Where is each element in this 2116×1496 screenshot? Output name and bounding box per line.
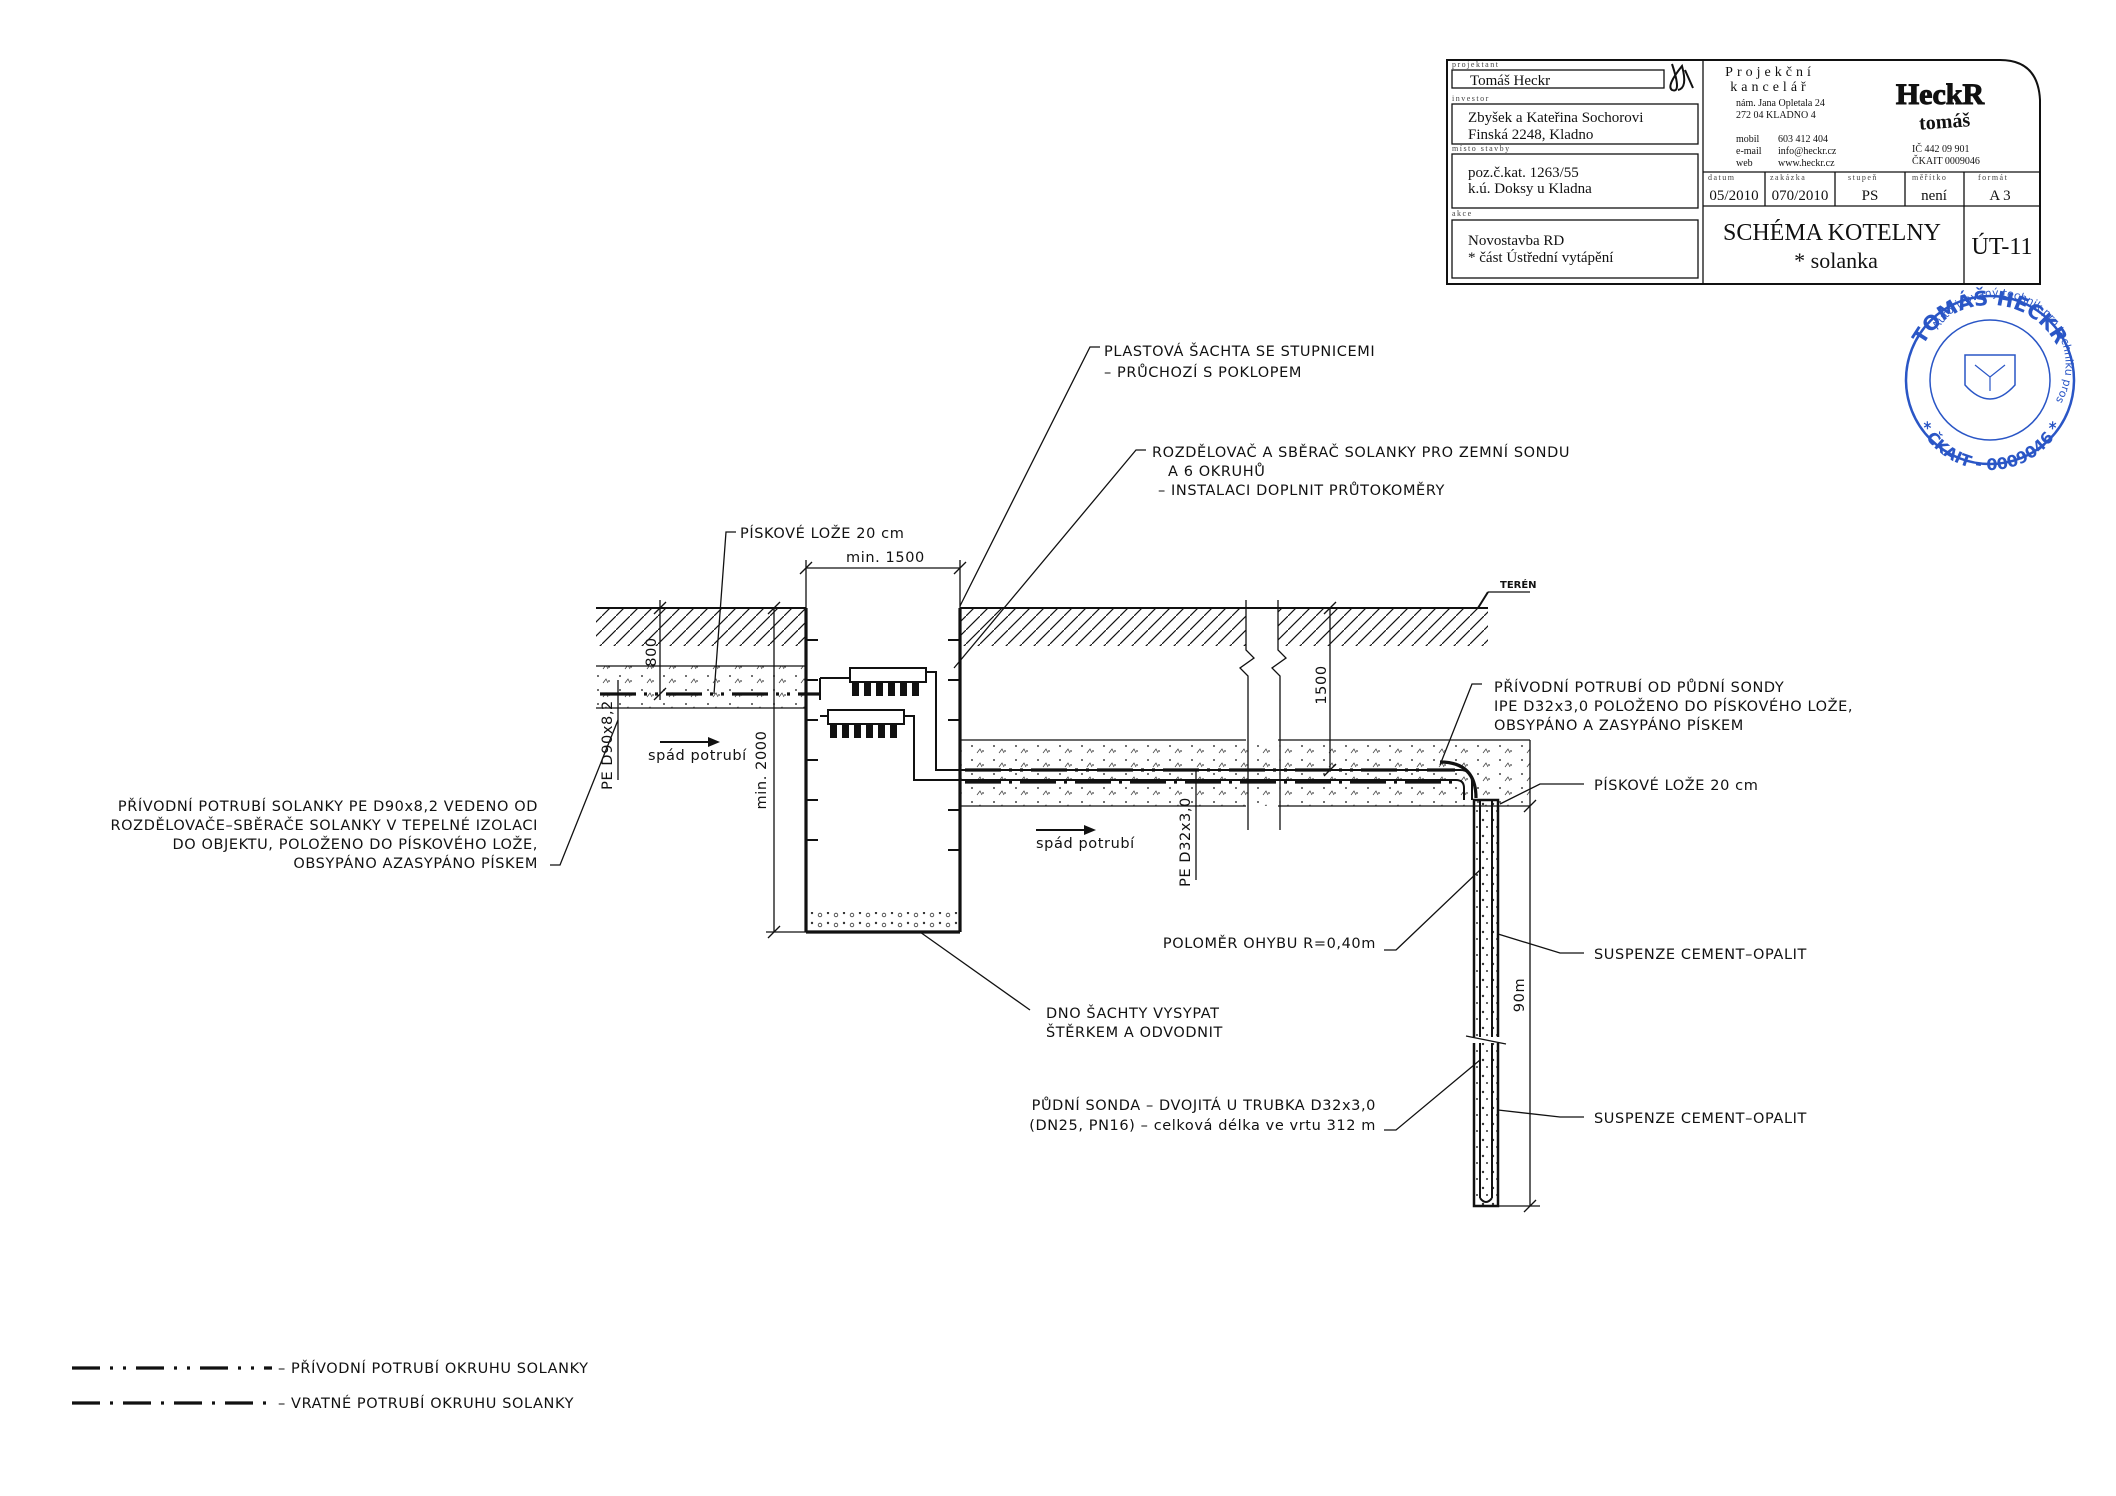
label-supply-main-3: DO OBJEKTU, POLOŽENO DO PÍSKOVÉHO LOŽE, <box>172 835 538 853</box>
label-shaft-1: PLASTOVÁ ŠACHTA SE STUPNICEMI <box>1104 342 1375 360</box>
contact-label-0: mobil <box>1736 134 1760 145</box>
label-shaft-bottom-2: ŠTĚRKEM A ODVODNIT <box>1046 1023 1223 1041</box>
label-supply-main-1: PŘÍVODNÍ POTRUBÍ SOLANKY PE D90x8,2 VEDE… <box>118 798 538 815</box>
drawing-title: SCHÉMA KOTELNY <box>1723 220 1941 246</box>
contact-value-1: info@heckr.cz <box>1778 146 1837 157</box>
terrain-label: TERÉN <box>1500 578 1537 591</box>
contact-label-2: web <box>1736 158 1753 169</box>
contact-value-0: 603 412 404 <box>1778 134 1828 145</box>
datum-value: 05/2010 <box>1709 188 1758 204</box>
label-stupen: stupeň <box>1848 173 1878 182</box>
investor-line1: Zbyšek a Kateřina Sochorovi <box>1468 110 1643 126</box>
address-line2: 272 04 KLADNO 4 <box>1736 110 1816 121</box>
shaft-gravel-bottom <box>808 912 958 930</box>
logo-wordmark: HeckR <box>1896 78 1985 111</box>
borehole-probe <box>1465 798 1507 1208</box>
label-sand-bed-left: PÍSKOVÉ LOŽE 20 cm <box>740 524 904 542</box>
akce-line2: * část Ústřední vytápění <box>1468 249 1613 266</box>
label-manifold-2: A 6 OKRUHŮ <box>1168 462 1266 480</box>
dim-min-2000: min. 2000 <box>754 731 770 810</box>
sand-bed-right <box>960 739 1531 807</box>
manifold-supply <box>819 667 937 760</box>
site-line1: poz.č.kat. 1263/55 <box>1468 165 1579 181</box>
label-manifold-1: ROZDĚLOVAČ A SBĚRAČ SOLANKY PRO ZEMNÍ SO… <box>1152 443 1570 461</box>
ic-number: IČ 442 09 901 <box>1912 143 1970 155</box>
meritko-value: není <box>1921 188 1947 204</box>
label-suspension-2: SUSPENZE CEMENT–OPALIT <box>1594 1111 1807 1127</box>
ground-terrain: TERÉN <box>596 578 1537 830</box>
contact-value-2: www.heckr.cz <box>1778 158 1835 169</box>
format-value: A 3 <box>1989 188 2010 204</box>
legend: – PŘÍVODNÍ POTRUBÍ OKRUHU SOLANKY – VRAT… <box>72 1360 589 1412</box>
label-manifold-3: – INSTALACI DOPLNIT PRŮTOKOMĚRY <box>1158 481 1445 499</box>
label-site: místo stavby <box>1452 144 1511 153</box>
label-investor: investor <box>1452 94 1490 103</box>
office-line1: Projekční <box>1725 65 1815 80</box>
label-suspension-1: SUSPENZE CEMENT–OPALIT <box>1594 947 1807 963</box>
dim-90m: 90m <box>1512 978 1528 1012</box>
site-line2: k.ú. Doksy u Kladna <box>1468 181 1592 197</box>
label-akce: akce <box>1452 209 1473 218</box>
label-supply-probe-2: IPE D32x3,0 POLOŽENO DO PÍSKOVÉHO LOŽE, <box>1494 697 1853 715</box>
label-supply-main-2: ROZDĚLOVAČE–SBĚRAČE SOLANKY V TEPELNÉ IZ… <box>110 816 538 834</box>
label-meritko: měřítko <box>1912 173 1947 182</box>
label-shaft-bottom-1: DNO ŠACHTY VYSYPAT <box>1046 1004 1220 1022</box>
drawing-number: ÚT-11 <box>1972 233 2033 260</box>
legend-supply-label: – PŘÍVODNÍ POTRUBÍ OKRUHU SOLANKY <box>278 1360 589 1377</box>
address-line1: nám. Jana Opletala 24 <box>1736 98 1825 109</box>
label-projektant: projektant <box>1452 60 1499 69</box>
label-format: formát <box>1978 173 2008 182</box>
stamp-bottom-text: * ČKAIT - 0009046 * <box>1915 418 2066 474</box>
label-zakazka: zakázka <box>1770 173 1806 182</box>
label-datum: datum <box>1708 173 1736 182</box>
annotation-labels: PLASTOVÁ ŠACHTA SE STUPNICEMI – PRŮCHOZÍ… <box>110 342 1853 1134</box>
logo-subword: tomáš <box>1918 109 1971 135</box>
pe-d32-label: PE D32x3,0 <box>1178 797 1194 887</box>
signature-mark <box>1669 63 1694 92</box>
dimension-lines: min. 1500 800 min. 2000 1500 90m PE D90x… <box>600 550 1540 1213</box>
plastic-shaft <box>804 608 962 934</box>
label-probe-1: PŮDNÍ SONDA – DVOJITÁ U TRUBKA D32x3,0 <box>1032 1096 1376 1114</box>
legend-return-label: – VRATNÉ POTRUBÍ OKRUHU SOLANKY <box>278 1395 574 1412</box>
label-supply-main-4: OBSYPÁNO AZASYPÁNO PÍSKEM <box>293 855 538 872</box>
label-probe-2: (DN25, PN16) – celková délka ve vrtu 312… <box>1029 1118 1376 1134</box>
label-supply-probe-3: OBSYPÁNO A ZASYPÁNO PÍSKEM <box>1494 717 1744 734</box>
label-sand-bed-right: PÍSKOVÉ LOŽE 20 cm <box>1594 776 1758 794</box>
callout-leaders <box>550 346 1584 1131</box>
sand-bed-left <box>596 665 806 709</box>
office-line2: kancelář <box>1730 80 1809 95</box>
ckait-number: ČKAIT 0009046 <box>1912 155 1980 167</box>
dim-1500: 1500 <box>1314 665 1330 704</box>
slope-label-left: spád potrubí <box>648 748 747 764</box>
label-supply-probe-1: PŘÍVODNÍ POTRUBÍ OD PŮDNÍ SONDY <box>1494 678 1784 696</box>
zakazka-value: 070/2010 <box>1772 188 1829 204</box>
stamp-crest-icon <box>1964 354 2016 400</box>
shaft-ladder-rungs <box>806 639 960 851</box>
dim-800: 800 <box>644 637 660 666</box>
slope-label-right: spád potrubí <box>1036 836 1135 852</box>
probe-pipes-horizontal <box>913 760 1478 800</box>
stupen-value: PS <box>1862 188 1879 204</box>
manifold-return <box>820 709 915 768</box>
heckr-logo: HeckR tomáš <box>1895 78 1985 135</box>
title-block: projektant Tomáš Heckr investor Zbyšek a… <box>1446 59 2041 285</box>
projektant-name: Tomáš Heckr <box>1470 73 1550 89</box>
akce-line1: Novostavba RD <box>1468 233 1564 249</box>
dim-min-1500: min. 1500 <box>846 550 925 566</box>
investor-line2: Finská 2248, Kladno <box>1468 127 1593 143</box>
drawing-subtitle: * solanka <box>1794 248 1878 273</box>
label-shaft-2: – PRŮCHOZÍ S POKLOPEM <box>1104 363 1302 381</box>
contact-label-1: e-mail <box>1736 146 1762 157</box>
label-bend-radius: POLOMĚR OHYBU R=0,40m <box>1163 935 1376 952</box>
